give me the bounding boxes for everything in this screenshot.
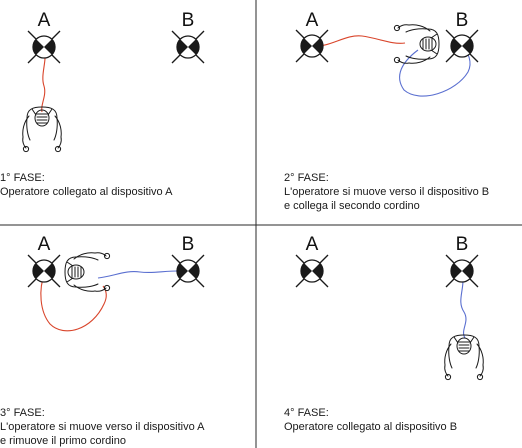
device-a-label: A	[305, 10, 319, 31]
phase-title: 2° FASE:	[284, 172, 329, 184]
phase-title: 3° FASE:	[0, 407, 45, 419]
phase-description: L'operatore si muove verso il dispositiv…	[0, 421, 205, 433]
lanyard-red	[40, 271, 107, 332]
phase-description: e rimuove il primo cordino	[0, 435, 126, 447]
anchor-device-icon	[27, 254, 61, 288]
device-a-label: A	[305, 234, 319, 255]
phase-4-caption: 4° FASE: Operatore collegato al disposit…	[284, 406, 457, 434]
anchor-device-icon	[445, 254, 479, 288]
phase-3-caption: 3° FASE: L'operatore si muove verso il d…	[0, 406, 204, 448]
panel-4-drawing	[295, 254, 484, 381]
lanyard-blue	[97, 270, 189, 279]
device-a-label: A	[37, 10, 51, 31]
anchor-device-icon	[171, 254, 205, 288]
phase-1-caption: 1° FASE: Operatore collegato al disposit…	[0, 171, 172, 199]
anchor-device-icon	[445, 29, 479, 63]
phase-description: Operatore collegato al dispositivo A	[0, 186, 173, 198]
phase-description: L'operatore si muove verso il dispositiv…	[284, 186, 490, 198]
lanyard-blue	[399, 45, 471, 97]
anchor-device-icon	[27, 30, 61, 64]
phase-2-caption: 2° FASE: L'operatore si muove verso il d…	[284, 171, 489, 213]
device-a-label: A	[37, 234, 51, 255]
panel-1-drawing	[22, 30, 205, 153]
anchor-device-icon	[295, 29, 329, 63]
panel-3-drawing	[27, 252, 205, 332]
anchor-device-icon	[171, 30, 205, 64]
operator-topview-icon	[444, 334, 484, 381]
lanyard-red	[311, 35, 406, 47]
phase-description: Operatore collegato al dispositivo B	[284, 421, 458, 433]
device-b-label: B	[455, 10, 469, 31]
operator-topview-icon	[22, 106, 62, 153]
phase-title: 1° FASE:	[0, 172, 45, 184]
device-b-label: B	[181, 234, 195, 255]
operator-topview-icon	[393, 24, 440, 64]
operator-topview-icon	[64, 252, 111, 292]
phase-title: 4° FASE:	[284, 407, 329, 419]
panel-2-drawing	[295, 24, 479, 97]
device-b-label: B	[181, 10, 195, 31]
device-b-label: B	[455, 234, 469, 255]
phase-description: e collega il secondo cordino	[284, 200, 420, 212]
lanyard-blue	[460, 271, 467, 339]
anchor-device-icon	[295, 254, 329, 288]
